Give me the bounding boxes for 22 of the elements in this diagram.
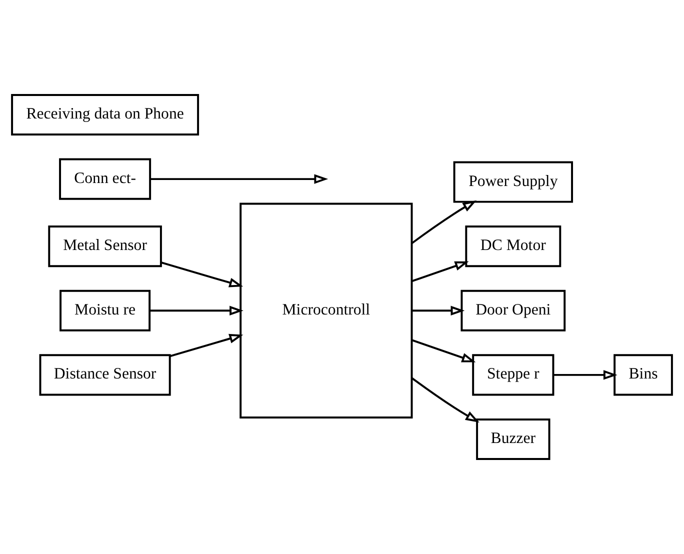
node-box: Bins xyxy=(614,354,673,396)
node-box: Buzzer xyxy=(476,418,550,460)
node-box: DC Motor xyxy=(465,226,562,268)
arrow xyxy=(411,200,477,244)
arrow xyxy=(150,306,244,316)
node-box: Power Supply xyxy=(453,161,574,203)
arrow xyxy=(411,339,476,362)
node-box: Microcontroll xyxy=(240,202,413,418)
node-box: Steppe r xyxy=(472,354,554,396)
arrow xyxy=(412,306,465,316)
arrow xyxy=(411,377,480,422)
node-box: Receiving data on Phone xyxy=(11,94,200,136)
arrow xyxy=(160,262,244,288)
arrow xyxy=(170,334,244,358)
arrow xyxy=(150,174,328,184)
node-box: Conn ect- xyxy=(59,158,152,200)
arrow xyxy=(411,261,469,282)
node-box: Moistu re xyxy=(60,290,151,332)
node-box: Door Openi xyxy=(460,290,566,332)
arrow xyxy=(553,370,618,380)
node-box: Distance Sensor xyxy=(39,354,171,396)
node-box: Metal Sensor xyxy=(48,226,162,268)
